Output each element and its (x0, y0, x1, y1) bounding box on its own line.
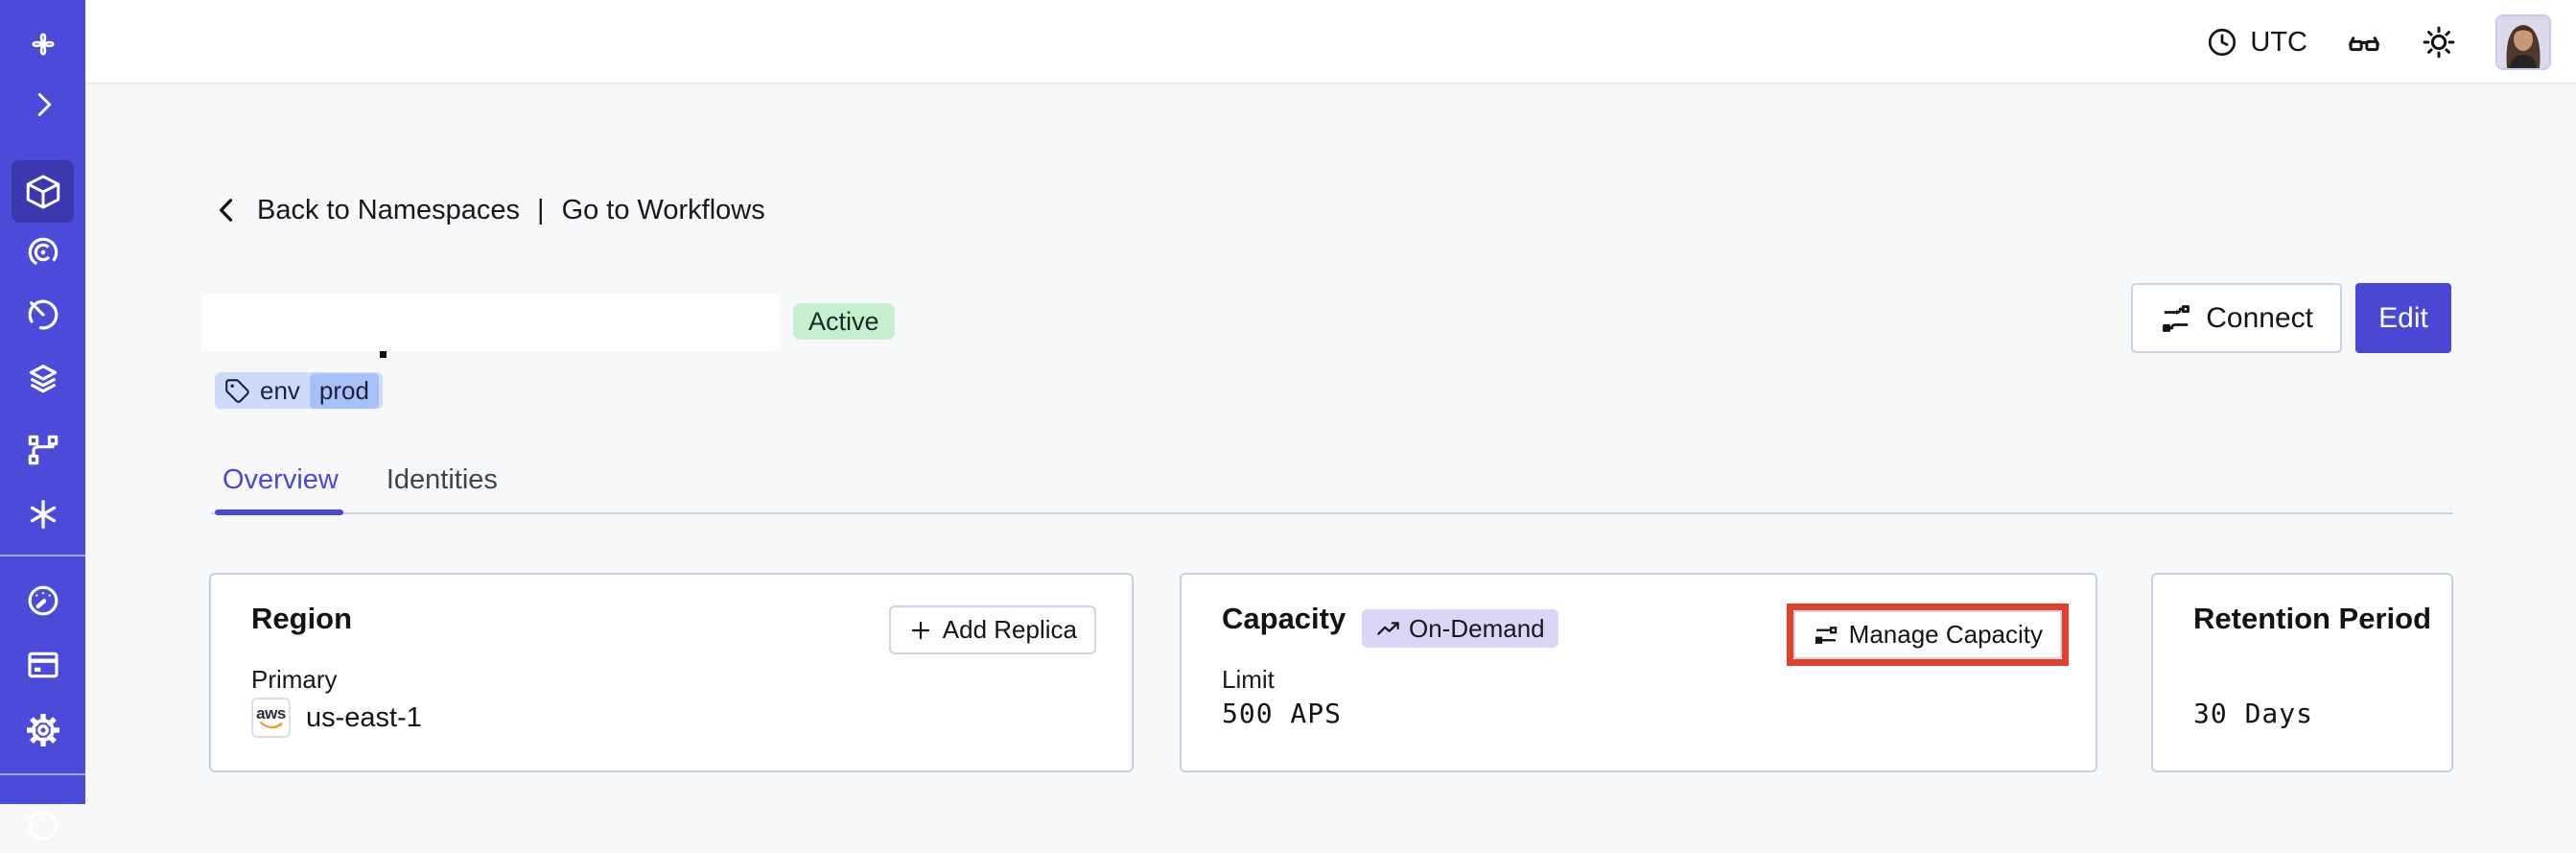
go-to-workflows-link[interactable]: Go to Workflows (561, 194, 765, 225)
tag-icon (225, 378, 249, 403)
sidebar-item-billing[interactable] (12, 633, 74, 696)
sidebar-divider (0, 773, 85, 775)
sidebar (0, 0, 85, 841)
timezone-selector[interactable]: UTC (2206, 26, 2307, 59)
top-bar: UTC (85, 0, 2576, 84)
gear-icon (26, 713, 59, 746)
sliders-icon (1815, 626, 1837, 644)
breadcrumb-separator: | (537, 194, 545, 225)
aws-logo: aws (251, 698, 291, 738)
region-value: us-east-1 (306, 701, 422, 733)
billing-panel-icon (27, 652, 59, 677)
region-field-label: Primary (251, 665, 338, 694)
top-bar-right-cluster: UTC (2206, 0, 2551, 84)
aws-logo-text: aws (256, 704, 286, 723)
clock-icon (2209, 28, 2236, 57)
tab-overview[interactable]: Overview (222, 464, 339, 495)
aws-smile-icon (259, 721, 282, 729)
capacity-card: Capacity On-Demand Manage Capacity Limit… (1180, 573, 2097, 772)
add-replica-label: Add Replica (942, 615, 1077, 644)
tag-value: prod (309, 372, 379, 409)
sidebar-item-bottom[interactable] (12, 791, 74, 853)
asterisk-icon (30, 499, 56, 529)
retention-value: 30 Days (2193, 698, 2314, 729)
edit-button[interactable]: Edit (2355, 283, 2451, 353)
sidebar-divider (0, 555, 85, 557)
sidebar-item-timer[interactable] (12, 283, 74, 345)
temporal-logo[interactable] (12, 12, 74, 75)
header-actions: Connect Edit (2131, 283, 2451, 353)
on-demand-label: On-Demand (1409, 613, 1545, 643)
connect-flow-icon (2163, 304, 2190, 332)
timer-icon (28, 299, 58, 329)
sidebar-item-branch[interactable] (12, 418, 74, 481)
sidebar-item-namespaces[interactable] (12, 160, 74, 223)
sidebar-expand-button[interactable] (12, 73, 74, 135)
retention-card-title: Retention Period (2193, 602, 2432, 635)
plus-icon (911, 621, 930, 639)
partial-circle-icon (28, 810, 58, 841)
region-card: Region Add Replica Primary aws us-east-1 (209, 573, 1134, 772)
sun-icon (2423, 26, 2455, 59)
tab-bar: Overview Identities (222, 464, 498, 496)
timezone-label: UTC (2250, 26, 2307, 58)
edit-button-label: Edit (2378, 301, 2428, 334)
annotation-highlight-box: Manage Capacity (1786, 604, 2069, 666)
sidebar-item-layers[interactable] (12, 346, 74, 409)
region-card-title: Region (251, 602, 353, 635)
manage-capacity-label: Manage Capacity (1848, 620, 2043, 649)
sidebar-item-spiral[interactable] (12, 221, 74, 283)
theme-toggle[interactable] (2421, 24, 2457, 60)
add-replica-button[interactable]: Add Replica (888, 605, 1096, 654)
namespace-tag[interactable]: env prod (215, 372, 383, 409)
trending-up-icon (1377, 621, 1399, 635)
tab-identities[interactable]: Identities (386, 464, 498, 495)
namespace-name-redacted (201, 295, 780, 350)
sidebar-item-usage[interactable] (12, 569, 74, 631)
namespace-name-artifact (380, 351, 386, 358)
spiral-icon (28, 237, 58, 267)
connect-button-label: Connect (2206, 301, 2313, 334)
connect-button[interactable]: Connect (2131, 283, 2342, 353)
branch-icon (28, 435, 58, 464)
capacity-card-title: Capacity (1222, 602, 1347, 635)
cube-icon (26, 174, 59, 209)
retention-card: Retention Period 30 Days (2151, 573, 2453, 772)
sidebar-item-nexus[interactable] (12, 483, 74, 545)
region-value-row: aws us-east-1 (251, 698, 422, 738)
chevron-right-icon (37, 92, 51, 116)
labs-toggle[interactable] (2346, 24, 2382, 60)
glasses-icon (2348, 36, 2380, 52)
gauge-icon (28, 585, 58, 615)
back-chevron-icon[interactable] (211, 194, 244, 226)
manage-capacity-button[interactable]: Manage Capacity (1792, 610, 2062, 659)
status-label: Active (808, 306, 879, 336)
tab-divider (211, 512, 2453, 514)
tag-key: env (260, 375, 300, 405)
back-to-namespaces-link[interactable]: Back to Namespaces (257, 194, 521, 225)
active-tab-underline (215, 509, 343, 515)
user-avatar[interactable] (2495, 14, 2551, 70)
capacity-value: 500 APS (1222, 698, 1343, 729)
layers-icon (29, 364, 57, 392)
sidebar-item-settings[interactable] (12, 699, 74, 761)
on-demand-badge: On-Demand (1362, 609, 1558, 648)
capacity-field-label: Limit (1222, 665, 1275, 694)
status-badge: Active (793, 303, 895, 340)
temporal-logo-icon (31, 32, 55, 56)
breadcrumb: Back to Namespaces | Go to Workflows (211, 194, 765, 226)
avatar-photo (2497, 16, 2549, 68)
